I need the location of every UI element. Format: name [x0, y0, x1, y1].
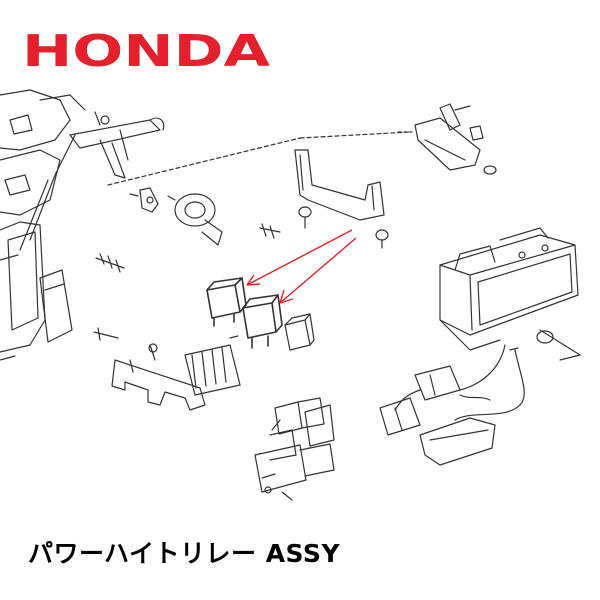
clip-part [129, 187, 159, 213]
relay-2 [242, 294, 283, 349]
svg-text:HONDA: HONDA [22, 26, 270, 72]
product-caption: パワーハイトリレー ASSY [28, 539, 341, 568]
parts-diagram [0, 89, 581, 501]
lever-assembly [69, 111, 165, 179]
round-switch [167, 193, 223, 246]
screw-part [259, 223, 281, 239]
fuse-block [184, 335, 241, 396]
honda-logo: HONDA [22, 26, 270, 72]
wiring-harness [379, 344, 525, 466]
bolt-part [93, 253, 125, 341]
relay-cluster [254, 397, 335, 501]
small-hardware [397, 103, 497, 175]
mounting-bracket [294, 149, 389, 249]
relay-3 [284, 313, 315, 351]
chassis-frame [0, 89, 86, 361]
relay-1 [206, 277, 247, 327]
terminal-bracket [111, 343, 206, 411]
control-unit [439, 227, 581, 361]
highlight-arrows [246, 229, 357, 304]
side-panel [39, 269, 73, 343]
